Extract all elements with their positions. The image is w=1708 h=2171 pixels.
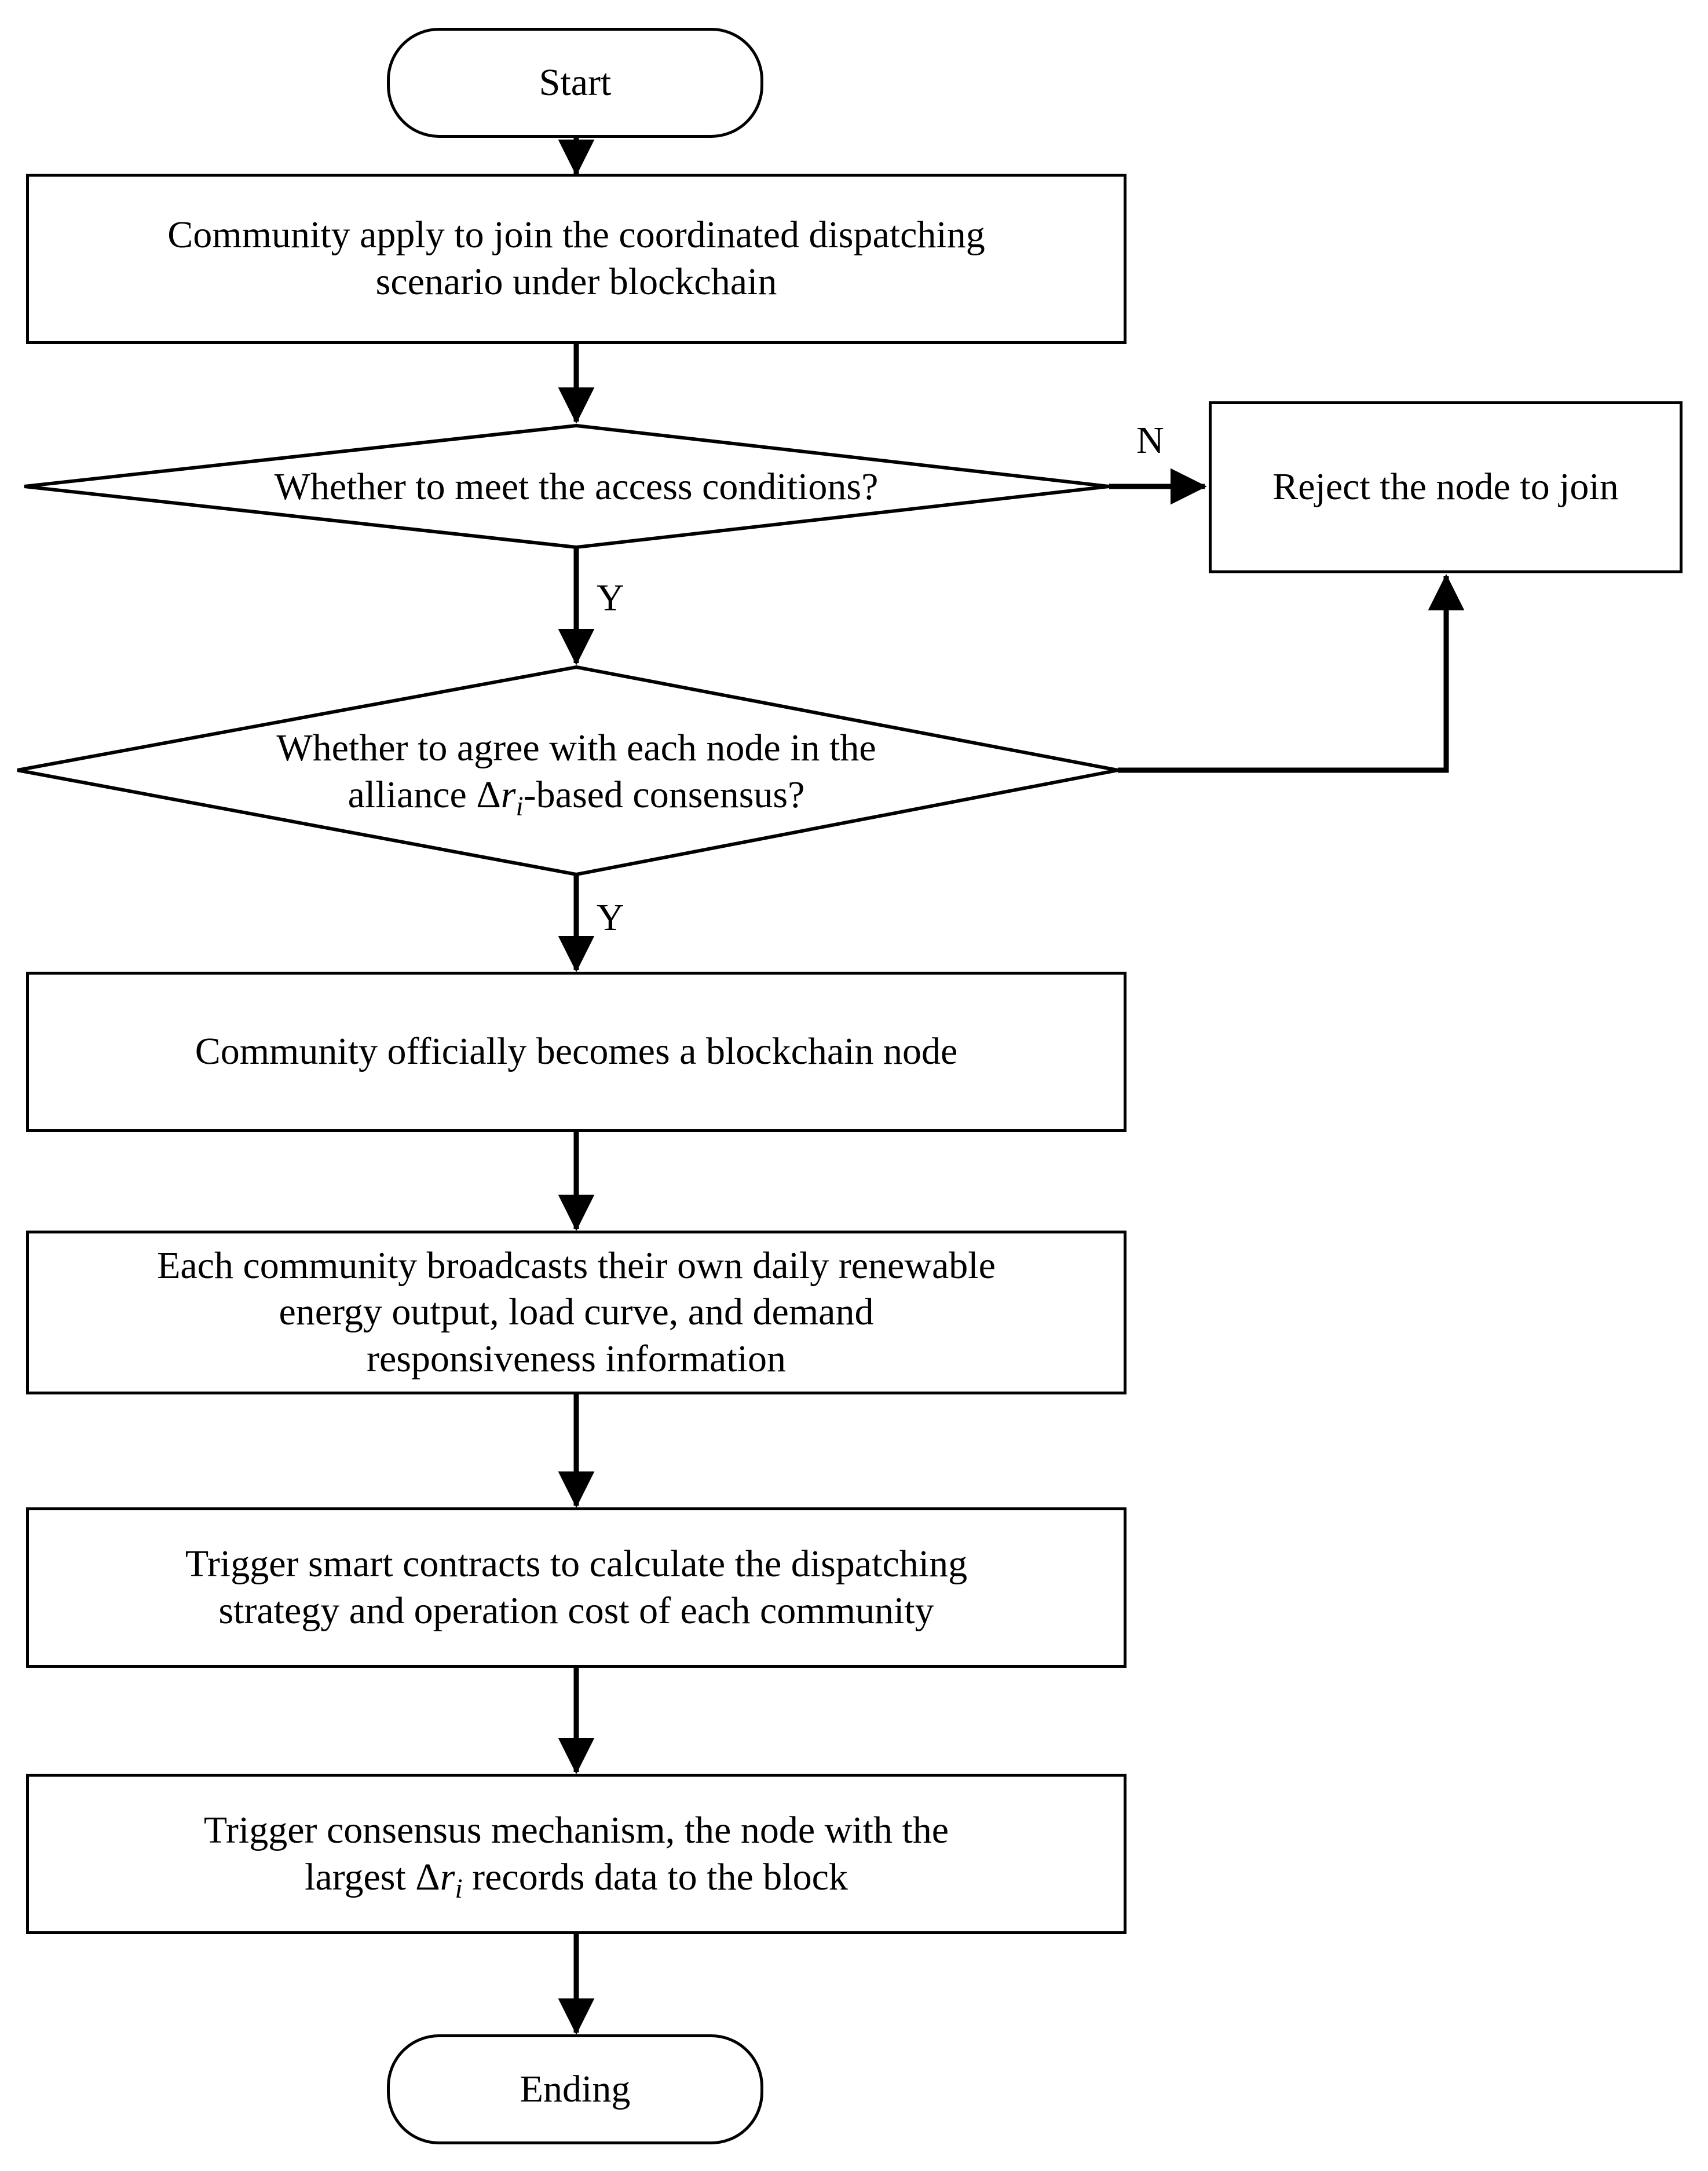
decision-access-shape xyxy=(24,423,1110,550)
ending-terminal[interactable]: Ending xyxy=(387,2034,763,2144)
decision-consensus-shape xyxy=(17,665,1118,877)
edge-label-access-no: N xyxy=(1136,419,1164,462)
becomes-node-label: Community officially becomes a blockchai… xyxy=(195,1030,958,1073)
start-label: Start xyxy=(539,61,612,104)
reject-label: Reject the node to join xyxy=(1272,466,1619,508)
decision-access-text: Whether to meet the access conditions? xyxy=(274,465,879,508)
reject-process-box[interactable]: Reject the node to join xyxy=(1209,401,1683,573)
apply-process-box[interactable]: Community apply to join the coordinated … xyxy=(26,174,1127,344)
smart-contract-text: Trigger smart contracts to calculate the… xyxy=(185,1542,968,1632)
consensus-record-text: Trigger consensus mechanism, the node wi… xyxy=(203,1808,949,1904)
decision-access-label[interactable]: Whether to meet the access conditions? xyxy=(113,463,1040,511)
broadcast-process-box[interactable]: Each community broadcasts their own dail… xyxy=(26,1231,1127,1394)
start-terminal[interactable]: Start xyxy=(387,28,763,138)
ending-label: Ending xyxy=(520,2067,631,2110)
smart-contract-process-box[interactable]: Trigger smart contracts to calculate the… xyxy=(26,1507,1127,1668)
becomes-node-process-box[interactable]: Community officially becomes a blockchai… xyxy=(26,972,1127,1132)
apply-text: Community apply to join the coordinated … xyxy=(167,214,985,303)
edge-label-access-yes: Y xyxy=(597,577,624,619)
connector-consensus-no-to-reject xyxy=(1118,574,1465,773)
edge-label-consensus-yes: Y xyxy=(597,896,624,939)
broadcast-text: Each community broadcasts their own dail… xyxy=(157,1244,996,1380)
consensus-record-process-box[interactable]: Trigger consensus mechanism, the node wi… xyxy=(26,1774,1127,1934)
